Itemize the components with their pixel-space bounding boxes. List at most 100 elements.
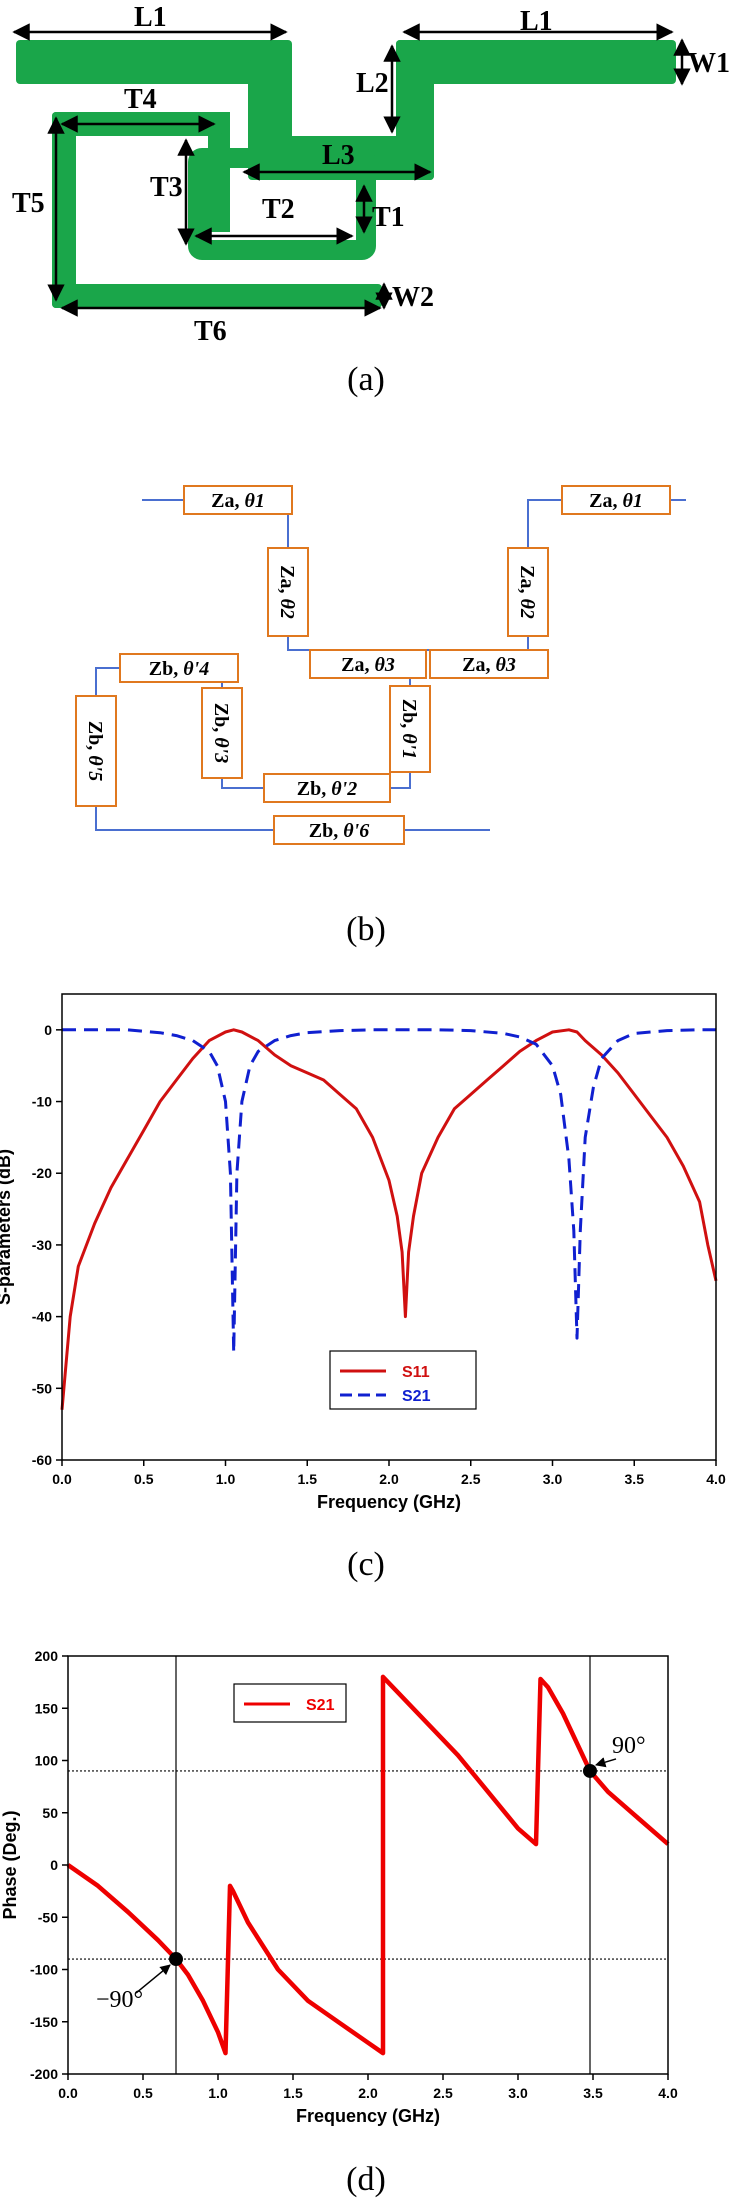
impedance-box-frame [75, 695, 117, 807]
legend-label: S21 [306, 1697, 335, 1714]
impedance-box-frame [389, 685, 431, 773]
impedance-separator: , [612, 490, 622, 512]
y-tick-label: -150 [30, 2014, 58, 2030]
label-l1-right: L1 [520, 6, 553, 37]
impedance-separator: , [321, 778, 331, 800]
impedance-value: Zb [84, 721, 106, 745]
impedance-separator: , [364, 654, 374, 676]
label-t1: T1 [372, 202, 405, 233]
label-w2: W2 [392, 282, 434, 313]
impedance-box: Za, θ1 [183, 485, 293, 515]
y-tick-label: -100 [30, 1962, 58, 1978]
impedance-value: Za [341, 654, 364, 676]
impedance-box-frame [119, 653, 239, 683]
impedance-box: Za, θ1 [561, 485, 671, 515]
caption-c: (c) [347, 1546, 385, 1583]
impedance-value: Za [211, 490, 234, 512]
x-tick-label: 2.5 [461, 1471, 481, 1487]
impedance-box: Za, θ2 [267, 547, 309, 637]
impedance-label: Za, θ1 [211, 490, 265, 512]
figure-a-layout: L1 L1 W1 L2 L3 T4 T3 T2 T1 T5 T6 W2 (a) [12, 2, 730, 398]
y-tick-label: 100 [35, 1753, 59, 1769]
label-t2: T2 [262, 194, 295, 225]
impedance-box-frame [273, 815, 405, 845]
x-tick-label: 3.0 [543, 1471, 563, 1487]
y-tick-label: -30 [32, 1237, 52, 1253]
y-tick-label: 200 [35, 1648, 59, 1664]
electrical-length: θ'3 [210, 737, 232, 763]
impedance-separator: , [485, 654, 495, 676]
x-tick-label: 1.5 [298, 1471, 318, 1487]
y-axis-label: Phase (Deg.) [0, 1810, 20, 1919]
impedance-box: Zb, θ'1 [389, 685, 431, 773]
electrical-length: θ1 [244, 490, 264, 512]
x-tick-label: 1.0 [216, 1471, 236, 1487]
x-tick-label: 4.0 [706, 1471, 726, 1487]
series-s21-line [66, 1674, 670, 2056]
legend-label: S21 [402, 1388, 431, 1405]
electrical-length: θ'4 [183, 658, 209, 680]
marker-point [169, 1952, 183, 1967]
x-tick-label: 3.5 [625, 1471, 645, 1487]
y-tick-label: -50 [32, 1380, 52, 1396]
x-tick-label: 0.0 [58, 2085, 78, 2101]
impedance-label: Za, θ2 [516, 565, 538, 619]
dimension-arrows [12, 23, 691, 317]
marker-label: −90° [96, 1987, 143, 2013]
impedance-label: Zb, θ'1 [398, 699, 420, 759]
electrical-length: θ'6 [343, 820, 369, 842]
legend-box [329, 1350, 477, 1410]
y-tick-label: 50 [42, 1805, 58, 1821]
impedance-label: Za, θ1 [589, 490, 643, 512]
label-t5: T5 [12, 188, 45, 219]
y-tick-label: -10 [32, 1094, 52, 1110]
impedance-separator: , [516, 588, 538, 598]
x-tick-label: 2.0 [379, 1471, 399, 1487]
impedance-box-frame [201, 687, 243, 779]
impedance-box: Zb, θ'5 [75, 695, 117, 807]
impedance-separator: , [84, 745, 106, 755]
x-tick-label: 1.0 [208, 2085, 228, 2101]
impedance-box: Zb, θ'2 [263, 773, 391, 803]
label-w1: W1 [688, 48, 730, 79]
y-tick-label: -20 [32, 1165, 52, 1181]
impedance-box-frame [561, 485, 671, 515]
electrical-length: θ'2 [331, 778, 357, 800]
y-axis-label: S-parameters (dB) [0, 1149, 14, 1305]
impedance-value: Za [589, 490, 612, 512]
series-s21-line [62, 1028, 716, 1354]
impedance-label: Zb, θ'6 [309, 820, 369, 842]
impedance-label: Zb, θ'4 [149, 658, 209, 680]
impedance-value: Za [462, 654, 485, 676]
impedance-separator: , [234, 490, 244, 512]
x-tick-label: 2.5 [433, 2085, 453, 2101]
impedance-separator: , [276, 588, 298, 598]
impedance-box: Zb, θ'4 [119, 653, 239, 683]
electrical-length: θ2 [276, 598, 298, 618]
marker-pointer [594, 1757, 617, 1768]
impedance-box: Za, θ2 [507, 547, 549, 637]
impedance-label: Za, θ3 [341, 654, 395, 676]
impedance-value: Zb [297, 778, 321, 800]
x-axis-label: Frequency (GHz) [317, 1492, 461, 1512]
impedance-label: Za, θ2 [276, 565, 298, 619]
impedance-label: Zb, θ'2 [297, 778, 357, 800]
impedance-box-frame [309, 649, 427, 679]
impedance-box-frame [429, 649, 549, 679]
electrical-length: θ3 [495, 654, 515, 676]
impedance-box: Zb, θ'3 [201, 687, 243, 779]
impedance-separator: , [210, 727, 232, 737]
impedance-value: Zb [210, 703, 232, 727]
impedance-box: Za, θ3 [429, 649, 549, 679]
caption-d: (d) [346, 2161, 386, 2198]
x-tick-label: 4.0 [658, 2085, 678, 2101]
impedance-label: Za, θ3 [462, 654, 516, 676]
marker-label: 90° [612, 1733, 646, 1759]
impedance-value: Zb [309, 820, 333, 842]
electrical-length: θ2 [516, 598, 538, 618]
plot-frame [67, 1655, 669, 2075]
y-tick-label: -60 [32, 1452, 52, 1468]
impedance-box-frame [263, 773, 391, 803]
